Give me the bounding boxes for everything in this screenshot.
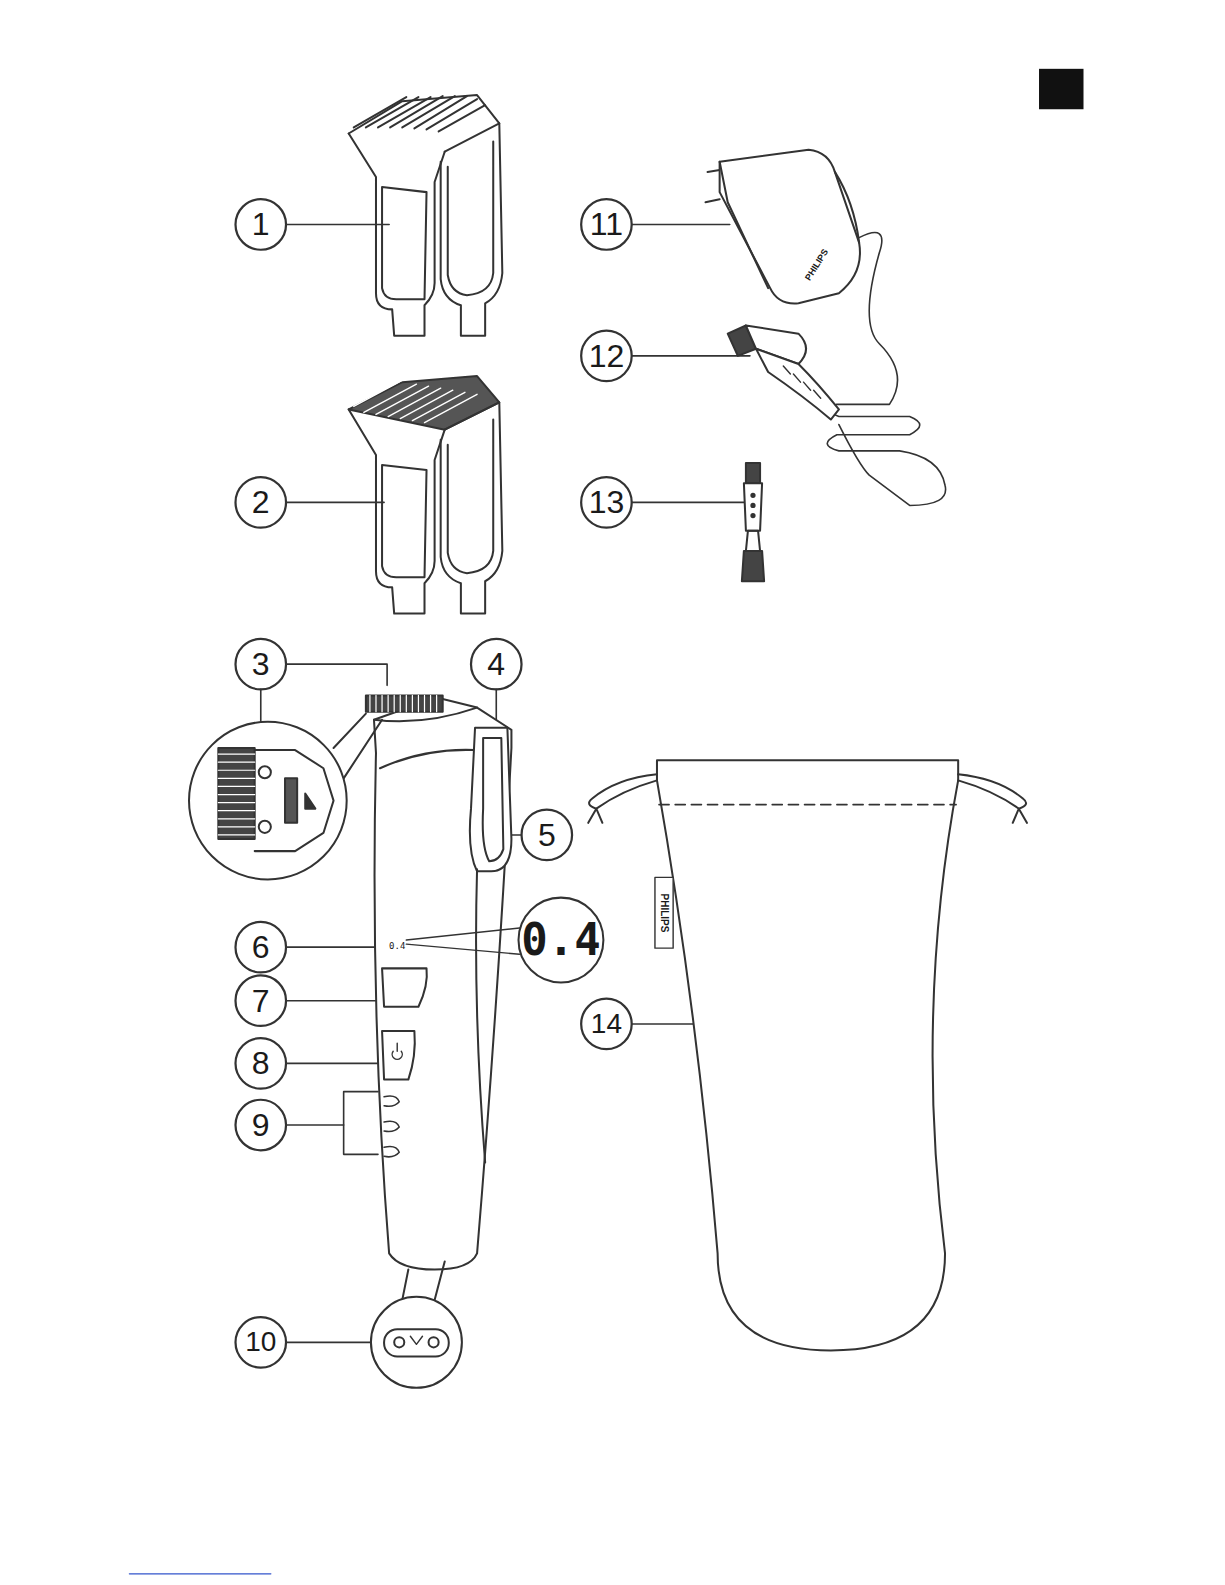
brand-name: PHILIPS xyxy=(659,893,669,932)
callout-number: 12 xyxy=(589,340,625,372)
callout-number: 5 xyxy=(538,819,556,851)
callout-number: 9 xyxy=(252,1109,270,1141)
callout-number: 6 xyxy=(252,931,270,963)
callout-number: 13 xyxy=(589,486,625,518)
callout-number: 2 xyxy=(252,486,270,518)
callout-number: 7 xyxy=(252,985,270,1017)
callout-number: 4 xyxy=(487,648,505,680)
display-reading-zoom: 0.4 xyxy=(521,918,600,962)
callout-number: 10 xyxy=(245,1328,276,1356)
callout-number: 11 xyxy=(590,208,623,240)
display-reading: 0.4 xyxy=(389,942,405,951)
callout-number: 14 xyxy=(591,1010,622,1038)
callout-number: 8 xyxy=(252,1047,270,1079)
callout-number: 1 xyxy=(252,208,270,240)
callout-number: 3 xyxy=(252,648,270,680)
